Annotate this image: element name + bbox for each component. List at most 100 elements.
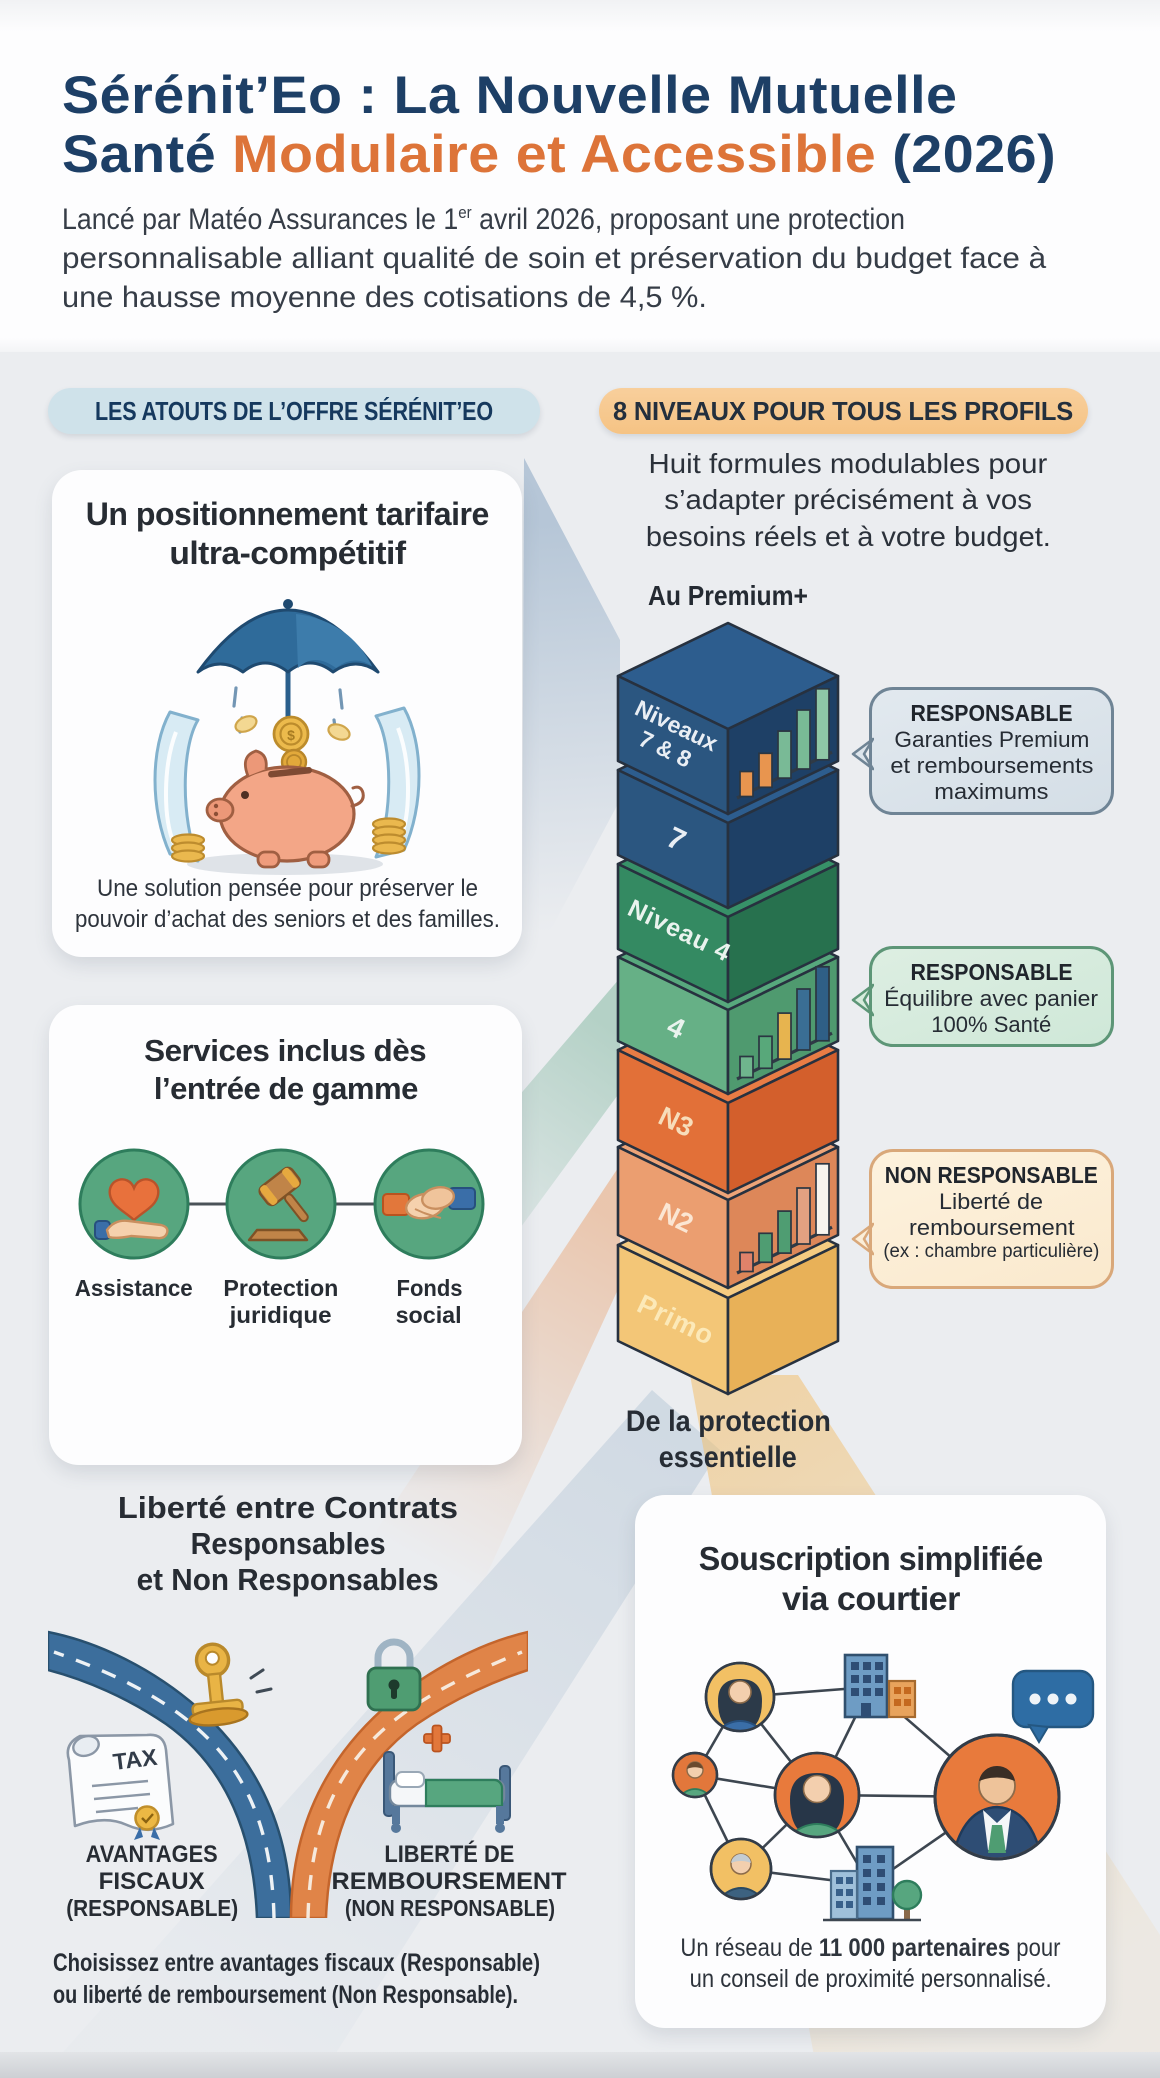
title-line2: Responsables xyxy=(190,1525,386,1561)
line1: Équilibre avec panier xyxy=(884,986,1099,1011)
services-icons xyxy=(78,1148,485,1260)
title-line2: ultra-compétitif xyxy=(168,535,406,572)
right-line3: (NON RESPONSABLE) xyxy=(344,1895,555,1922)
label-line1: Fonds xyxy=(396,1275,462,1301)
caption-line1: Choisissez entre avantages fiscaux (Resp… xyxy=(53,1949,540,1977)
hospital-bed-icon xyxy=(383,1724,511,1833)
contracts-caption: Choisissez entre avantages fiscaux (Resp… xyxy=(53,1948,613,2011)
caption-part1: Un réseau de xyxy=(680,1933,819,1962)
key-stamp-icon xyxy=(188,1642,249,1727)
title-line2: l’entrée de gamme xyxy=(153,1071,418,1107)
bubble-responsable-equilibre: RESPONSABLE Équilibre avec panier 100% S… xyxy=(851,946,1114,1047)
ground-shadow xyxy=(187,853,383,875)
handshake-icon xyxy=(373,1148,485,1260)
caption-line2: pouvoir d’achat des seniors et des famil… xyxy=(74,905,500,933)
top-label: Au Premium+ xyxy=(648,580,808,611)
text-line: Un réseau de 11 000 partenaires pour xyxy=(680,1933,1060,1965)
title-line1: Un positionnement tarifaire xyxy=(85,496,489,532)
right-line1: LIBERTÉ DE xyxy=(384,1841,515,1868)
contracts-title: Liberté entre Contrats Responsables et N… xyxy=(48,1490,528,1598)
chart-box4 xyxy=(736,965,833,1081)
bubble-tail-icon xyxy=(851,983,874,1017)
title-line1: Souscription simplifiée xyxy=(698,1540,1043,1577)
svg-text:$: $ xyxy=(287,727,295,743)
avatar-woman-top xyxy=(704,1661,776,1733)
title: RESPONSABLE xyxy=(910,959,1073,985)
title-line1: Services inclus dès xyxy=(144,1033,427,1068)
left: LES ATOUTS DE L’OFFRE SÉRÉNIT’EO xyxy=(95,395,493,426)
coin-stack-left xyxy=(170,833,206,863)
left-line1: AVANTAGES xyxy=(85,1841,219,1868)
padlock-icon xyxy=(366,1638,422,1712)
avatar-woman-center xyxy=(773,1751,861,1839)
bubble-non-responsable: NON RESPONSABLE Liberté de remboursement… xyxy=(851,1149,1114,1289)
bottom-label-line1: De la protection xyxy=(625,1405,831,1438)
title-line3: et Non Responsables xyxy=(136,1561,440,1597)
road-blue xyxy=(48,1630,293,1918)
line2: remboursement xyxy=(908,1215,1075,1241)
stamp-spark-lines xyxy=(249,1668,273,1694)
service-label-assistance: Assistance xyxy=(44,1275,224,1302)
line2: 100% Santé xyxy=(931,1012,1052,1038)
page-title: Sérénit’Eo : La Nouvelle Mutuelle Santé … xyxy=(62,66,1142,184)
line1: Garanties Premium xyxy=(894,727,1089,752)
levels-stack: Niveaux 7 & 8 7 Niveau 4 4 N3 N2 Primo xyxy=(616,621,840,1396)
label-line2: juridique xyxy=(230,1302,332,1329)
option-avantages-fiscaux: AVANTAGES FISCAUX (RESPONSABLE) xyxy=(42,1841,262,1922)
intro-line1-part1: Lancé par Matéo Assurances le 1 xyxy=(62,203,459,236)
title-line2-part1: Santé xyxy=(62,125,233,184)
line3: maximums xyxy=(934,779,1049,805)
piggy-bank-icon xyxy=(205,749,365,869)
coin-stack-right xyxy=(371,817,407,855)
chart-box1 xyxy=(736,687,833,800)
left-line2: FISCAUX xyxy=(99,1868,205,1896)
header: Sérénit’Eo : La Nouvelle Mutuelle Santé … xyxy=(0,0,1160,352)
badge-right-column: 8 NIVEAUX POUR TOUS LES PROFILS xyxy=(599,388,1088,434)
levels-intro: Huit formules modulables pour s’adapter … xyxy=(628,446,1068,555)
title: NON RESPONSABLE xyxy=(884,1162,1099,1188)
title-line2: via courtier xyxy=(781,1579,960,1617)
intro-line2: personnalisable alliant qualité de soin … xyxy=(62,242,1047,275)
tax-document-icon: TAX xyxy=(66,1733,175,1840)
line2: et remboursements xyxy=(890,753,1093,779)
badge-left-column: LES ATOUTS DE L’OFFRE SÉRÉNIT’EO xyxy=(48,388,540,434)
right-line2: REMBOURSEMENT xyxy=(331,1868,567,1896)
intro-line1-part2: avril 2026, proposant une protection xyxy=(471,203,906,236)
gavel-icon xyxy=(225,1148,337,1260)
line1: Liberté de xyxy=(939,1189,1044,1214)
title: RESPONSABLE xyxy=(910,700,1073,726)
premium-label: Au Premium+ xyxy=(648,580,868,612)
text-line: Lancé par Matéo Assurances le 1er avril … xyxy=(62,193,905,239)
caption-part2: pour xyxy=(1010,1933,1061,1962)
chat-bubble-icon xyxy=(1011,1669,1095,1744)
intro-paragraph: Lancé par Matéo Assurances le 1er avril … xyxy=(62,193,1102,317)
tax-icon-text: TAX xyxy=(111,1744,159,1775)
buildings-top-icon xyxy=(843,1653,917,1719)
avatar-broker-large xyxy=(933,1733,1061,1861)
avatar-senior-man xyxy=(709,1837,773,1901)
right: 8 NIVEAUX POUR TOUS LES PROFILS xyxy=(613,395,1074,426)
title-line2-part2: (2026) xyxy=(876,125,1057,184)
text-line: Sérénit’Eo : La Nouvelle Mutuelle xyxy=(62,66,958,125)
bottom-label-line2: essentielle xyxy=(658,1441,798,1474)
piggy-bank-illustration: $ xyxy=(153,599,421,875)
note: (ex : chambre particulière) xyxy=(883,1241,1100,1263)
contracts-illustration: TAX xyxy=(48,1630,528,1918)
bubble-responsable-premium: RESPONSABLE Garanties Premium et rembour… xyxy=(851,687,1114,815)
intro-line3: besoins réels et à votre budget. xyxy=(645,520,1051,552)
label-line2: social xyxy=(395,1302,463,1329)
chart-box6 xyxy=(736,1162,833,1275)
intro-line1-sup: er xyxy=(458,203,472,222)
intro-line3: une hausse moyenne des cotisations de 4,… xyxy=(62,281,707,314)
left-line3: (RESPONSABLE) xyxy=(66,1895,238,1922)
